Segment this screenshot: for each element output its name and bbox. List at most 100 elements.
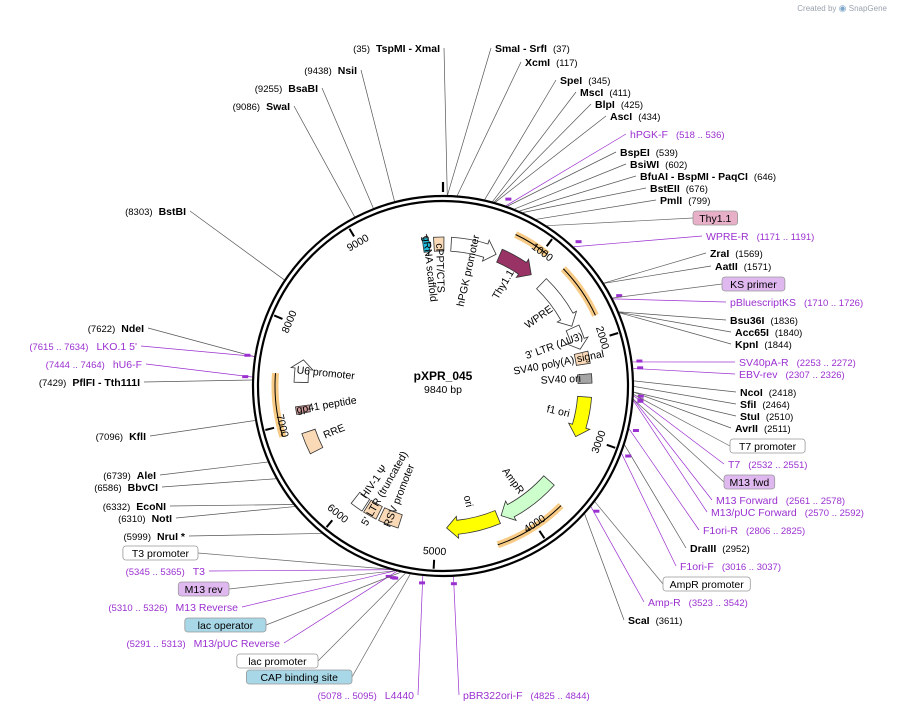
feature-box-label: AmpR promoter xyxy=(670,579,745,591)
primer-line xyxy=(612,298,727,303)
primer-mark xyxy=(385,574,392,578)
primer-label: Amp-R(3523 .. 3542) xyxy=(648,597,748,609)
primer-label: (7444 .. 7464)hU6-F xyxy=(46,359,142,371)
enzyme-label: BlpI(425) xyxy=(595,99,643,111)
enzyme-label: MscI(411) xyxy=(580,87,631,99)
feature-rre xyxy=(301,428,324,455)
enzyme-line xyxy=(624,444,687,549)
enzyme-line xyxy=(619,311,727,321)
box-line xyxy=(612,283,723,299)
enzyme-label: (7622)NdeI xyxy=(88,323,144,335)
primer-label: pBluescriptKS(1710 .. 1726) xyxy=(730,297,863,309)
enzyme-label: (6739)AleI xyxy=(103,470,156,482)
feature-highlight-line xyxy=(562,268,596,316)
primer-line xyxy=(621,453,677,567)
credit-prefix: Created by xyxy=(797,4,837,13)
enzyme-line xyxy=(507,151,617,207)
feature-box xyxy=(729,438,806,454)
plasmid-name: pXPR_045 xyxy=(414,369,473,383)
feature-label: SV40 ori xyxy=(540,373,581,387)
feature-label: ori xyxy=(461,494,475,508)
primer-line xyxy=(573,235,703,248)
box-line xyxy=(633,394,731,447)
enzyme-line xyxy=(536,199,657,220)
enzyme-label: PmlI(799) xyxy=(660,195,710,207)
enzyme-line xyxy=(492,91,577,202)
feature-ampr xyxy=(500,475,555,522)
enzyme-line xyxy=(161,478,277,488)
primer-mark xyxy=(637,399,644,403)
primer-mark xyxy=(242,375,249,379)
primer-mark xyxy=(505,197,512,201)
tick-label: 2000 xyxy=(593,325,611,351)
feature-wpre xyxy=(536,278,578,327)
enzyme-line xyxy=(603,252,707,284)
tick-label: 3000 xyxy=(589,429,608,455)
map-labels: (35)TspMI - XmaI SmaI - SrfI(37) XcmI(117)… xyxy=(29,43,864,702)
enzyme-label: SfiI(2464) xyxy=(740,399,790,411)
tick-mark xyxy=(265,426,275,431)
primer-line xyxy=(241,570,396,608)
feature-box xyxy=(177,581,230,597)
enzyme-line xyxy=(514,163,627,210)
enzyme-label: BfuAI - BspMI - PaqCI(646) xyxy=(640,171,776,183)
enzyme-line xyxy=(188,533,322,537)
feature-rsv-promoter xyxy=(378,507,403,529)
primer-mark xyxy=(616,294,623,298)
feature-hpgk-promoter xyxy=(450,236,497,262)
enzyme-label: (6310)NotI xyxy=(118,513,172,525)
primer-line xyxy=(417,575,424,696)
enzyme-label: AscI(434) xyxy=(610,111,660,123)
enzyme-line xyxy=(159,461,268,476)
primer-label: F1ori-F(3016 .. 3037) xyxy=(680,561,781,573)
primer-mark xyxy=(632,428,639,432)
enzyme-line xyxy=(169,504,294,507)
enzyme-label: SmaI - SrfI(37) xyxy=(495,43,570,55)
enzyme-line xyxy=(633,391,732,429)
primer-line xyxy=(145,363,253,378)
feature-box-label: lac promoter xyxy=(248,656,307,668)
enzyme-label: (9438)NsiI xyxy=(304,65,357,77)
primer-line xyxy=(628,428,700,531)
enzyme-line xyxy=(447,47,492,196)
feature-gp41-peptide xyxy=(295,404,311,415)
box-line xyxy=(228,570,395,590)
primer-label: SV40pA-R(2253 .. 2272) xyxy=(739,357,856,369)
primer-line xyxy=(140,345,255,357)
credit-brand: SnapGene xyxy=(848,4,887,13)
primer-label: (5078 .. 5095)L4440 xyxy=(318,690,415,702)
feature-ori xyxy=(446,510,501,540)
enzyme-label: AatII(1571) xyxy=(715,261,771,273)
enzyme-label: (35)TspMI - XmaI xyxy=(353,43,440,55)
feature-3-ltr-u3- xyxy=(565,324,589,350)
feature-box-label: lac operator xyxy=(198,620,254,632)
feature-box-label: T7 promoter xyxy=(739,441,797,453)
enzyme-label: (7429)PflFI - Tth111I xyxy=(39,377,140,389)
primer-line xyxy=(633,368,736,375)
feature-cppt-cts xyxy=(433,236,445,252)
feature-box xyxy=(723,474,776,490)
feature-label: RRE xyxy=(322,422,347,442)
enzyme-line xyxy=(633,380,737,393)
primer-line xyxy=(590,506,645,603)
feature-thy1-1 xyxy=(496,248,532,278)
enzyme-line xyxy=(584,513,625,621)
feature-hiv-1- xyxy=(350,491,371,512)
feature-box xyxy=(692,210,738,226)
enzyme-label: XcmI(117) xyxy=(525,57,578,69)
feature-box-label: M13 fwd xyxy=(730,477,770,489)
feature-box-label: KS primer xyxy=(730,279,777,291)
tick-label: 6000 xyxy=(325,502,351,526)
enzyme-label: BspEI(539) xyxy=(620,147,678,159)
primer-line xyxy=(208,569,391,572)
enzyme-line xyxy=(321,87,374,209)
primer-label: F1ori-R(2806 .. 2825) xyxy=(703,525,805,537)
primer-label: EBV-rev(2307 .. 2326) xyxy=(739,369,845,381)
box-line xyxy=(197,552,389,570)
primer-mark xyxy=(244,353,251,357)
primer-mark xyxy=(636,359,643,363)
tick-label: 5000 xyxy=(423,545,447,558)
feature-label: cPPT/CTS xyxy=(433,243,446,293)
enzyme-line xyxy=(522,187,647,213)
